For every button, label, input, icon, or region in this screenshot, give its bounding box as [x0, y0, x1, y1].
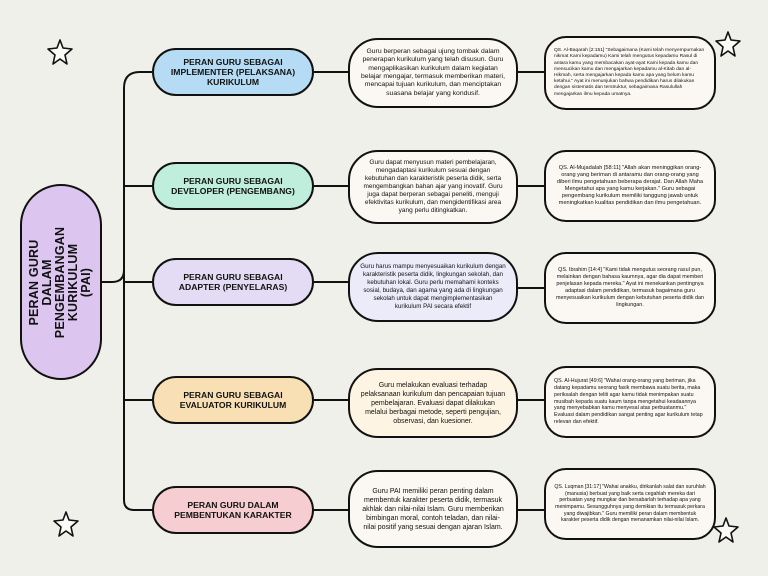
role-node-character: PERAN GURU DALAM PEMBENTUKAN KARAKTER	[152, 486, 314, 534]
verse-node-implementer: QS. Al-Baqarah [2:151] "Sebagaimana (Kam…	[544, 36, 716, 110]
verse-text: QS. Al-Hujurat [49:6] "Wahai orang-orang…	[554, 378, 703, 425]
role-label: PERAN GURU SEBAGAI IMPLEMENTER (PELAKSAN…	[170, 57, 296, 87]
role-label: PERAN GURU SEBAGAI EVALUATOR KURIKULUM	[179, 390, 287, 410]
role-label: PERAN GURU SEBAGAI ADAPTER (PENYELARAS)	[178, 272, 288, 292]
role-label: PERAN GURU DALAM PEMBENTUKAN KARAKTER	[174, 500, 292, 520]
description-node-developer: Guru dapat menyusun materi pembelajaran,…	[348, 150, 518, 224]
role-node-implementer: PERAN GURU SEBAGAI IMPLEMENTER (PELAKSAN…	[152, 48, 314, 96]
description-node-evaluator: Guru melakukan evaluasi terhadap pelaksa…	[348, 368, 518, 438]
description-node-implementer: Guru berperan sebagai ujung tombak dalam…	[348, 38, 518, 108]
verse-text: QS. Al-Mujadalah [58:11] "Allah akan men…	[556, 165, 704, 206]
star-icon	[47, 39, 73, 65]
star-icon	[713, 517, 739, 543]
role-node-adapter: PERAN GURU SEBAGAI ADAPTER (PENYELARAS)	[152, 258, 314, 306]
role-label: PERAN GURU SEBAGAI DEVELOPER (PENGEMBANG…	[171, 176, 295, 196]
star-icon	[715, 31, 741, 57]
description-text: Guru dapat menyusun materi pembelajaran,…	[363, 159, 503, 214]
star-icon	[53, 511, 79, 537]
verse-text: QS. Ibrahim [14:4] "Kami tidak mengutus …	[555, 267, 705, 308]
verse-text: QS. Al-Baqarah [2:151] "Sebagaimana (Kam…	[554, 48, 705, 97]
verse-node-adapter: QS. Ibrahim [14:4] "Kami tidak mengutus …	[544, 252, 716, 324]
verse-node-character: QS. Luqman [31:17] "Wahai anakku, dirika…	[544, 468, 716, 540]
verse-node-developer: QS. Al-Mujadalah [58:11] "Allah akan men…	[544, 150, 716, 222]
verse-node-evaluator: QS. Al-Hujurat [49:6] "Wahai orang-orang…	[544, 366, 716, 438]
role-node-developer: PERAN GURU SEBAGAI DEVELOPER (PENGEMBANG…	[152, 162, 314, 210]
root-node: PERAN GURU DALAM PENGEMBANGAN KURIKULUM …	[20, 184, 102, 380]
description-text: Guru harus mampu menyesuaikan kurikulum …	[360, 263, 506, 310]
verse-text: QS. Luqman [31:17] "Wahai anakku, dirika…	[554, 483, 706, 524]
description-text: Guru berperan sebagai ujung tombak dalam…	[361, 47, 505, 97]
role-node-evaluator: PERAN GURU SEBAGAI EVALUATOR KURIKULUM	[152, 376, 314, 424]
description-text: Guru melakukan evaluasi terhadap pelaksa…	[360, 381, 506, 425]
description-node-adapter: Guru harus mampu menyesuaikan kurikulum …	[348, 252, 518, 322]
description-node-character: Guru PAI memiliki peran penting dalam me…	[348, 470, 518, 548]
description-text: Guru PAI memiliki peran penting dalam me…	[362, 487, 504, 531]
root-title: PERAN GURU DALAM PENGEMBANGAN KURIKULUM …	[27, 226, 94, 338]
